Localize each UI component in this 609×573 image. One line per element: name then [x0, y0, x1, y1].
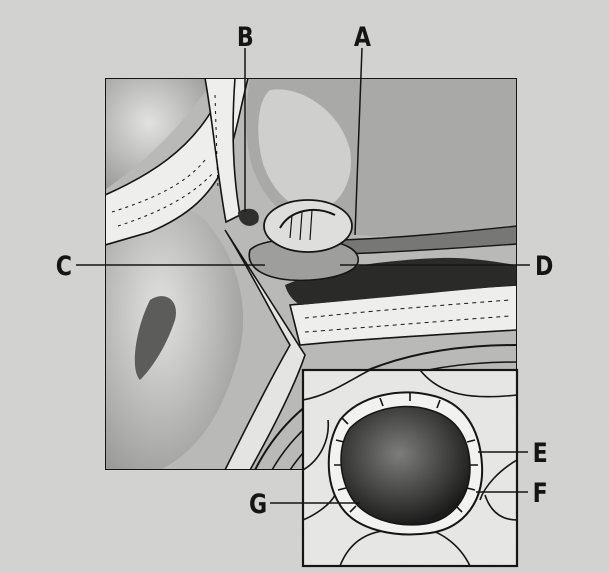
exposed-gland — [341, 407, 470, 525]
label-f: F — [533, 477, 548, 509]
label-b: B — [237, 21, 254, 53]
label-e: E — [533, 437, 548, 469]
label-g: G — [249, 488, 267, 520]
label-a: A — [354, 21, 371, 53]
inset-panel — [303, 370, 517, 566]
tumor-mass — [264, 200, 352, 252]
label-c: C — [56, 250, 72, 282]
label-d: D — [535, 250, 553, 282]
